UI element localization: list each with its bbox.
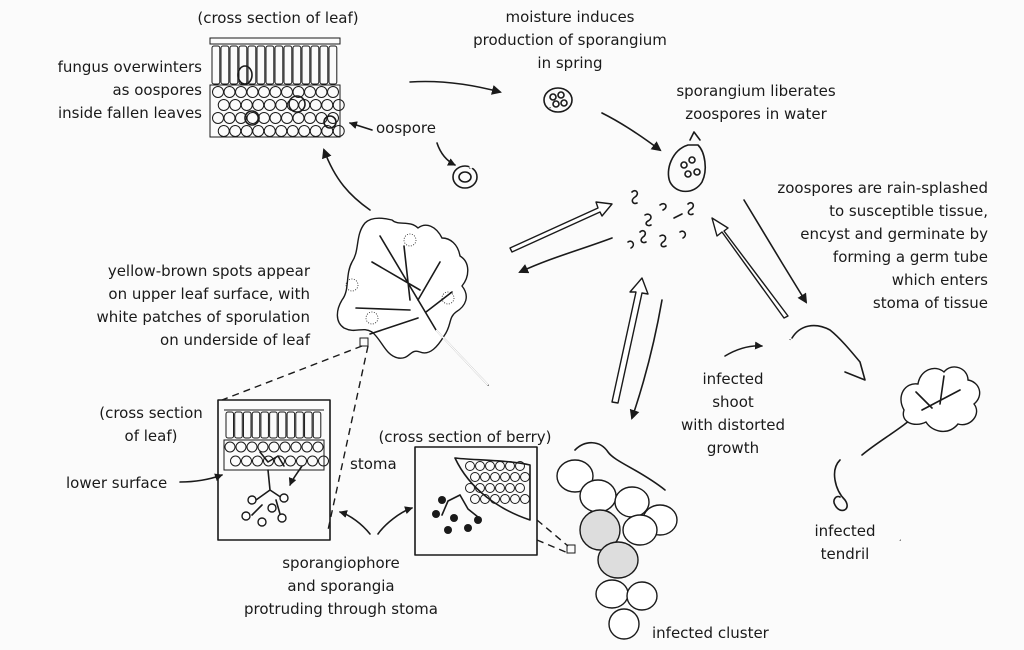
leaf-cross-section-box bbox=[217, 399, 331, 541]
cycle-arrows bbox=[179, 80, 808, 535]
label-stoma: stoma bbox=[350, 455, 397, 473]
infected-shoot bbox=[786, 324, 981, 542]
leaf-cross-section-top bbox=[209, 37, 345, 138]
label-sporangiophore: sporangiophore and sporangia protruding … bbox=[244, 554, 438, 618]
infected-grape-leaf bbox=[336, 217, 489, 386]
label-infected-tendril: infected tendril bbox=[814, 522, 876, 563]
label-infected-cluster: infected cluster bbox=[652, 624, 769, 642]
label-cross-section-leaf-top: (cross section of leaf) bbox=[197, 9, 359, 27]
label-yellow-brown-spots: yellow-brown spots appear on upper leaf … bbox=[96, 262, 311, 349]
oospore-germinating bbox=[452, 87, 573, 189]
label-infected-shoot: infected shoot with distorted growth bbox=[681, 370, 785, 457]
dashed-connectors bbox=[221, 345, 569, 554]
infected-grape-cluster bbox=[556, 441, 678, 640]
label-cross-section-berry: (cross section of berry) bbox=[378, 428, 552, 446]
label-moisture: moisture induces production of sporangiu… bbox=[473, 8, 667, 72]
sporangium-releasing bbox=[627, 131, 707, 249]
label-sporangium-liberates: sporangium liberates zoospores in water bbox=[676, 82, 836, 123]
berry-cross-section-box bbox=[414, 446, 538, 556]
label-oospore: oospore bbox=[376, 119, 436, 137]
label-lower-surface: lower surface bbox=[66, 474, 168, 492]
label-zoospores-splashed: zoospores are rain-splashed to susceptib… bbox=[777, 179, 988, 312]
label-cross-section-leaf-bottom: (cross section of leaf) bbox=[99, 404, 203, 445]
label-fungus-overwinters: fungus overwinters as oospores inside fa… bbox=[57, 58, 202, 122]
